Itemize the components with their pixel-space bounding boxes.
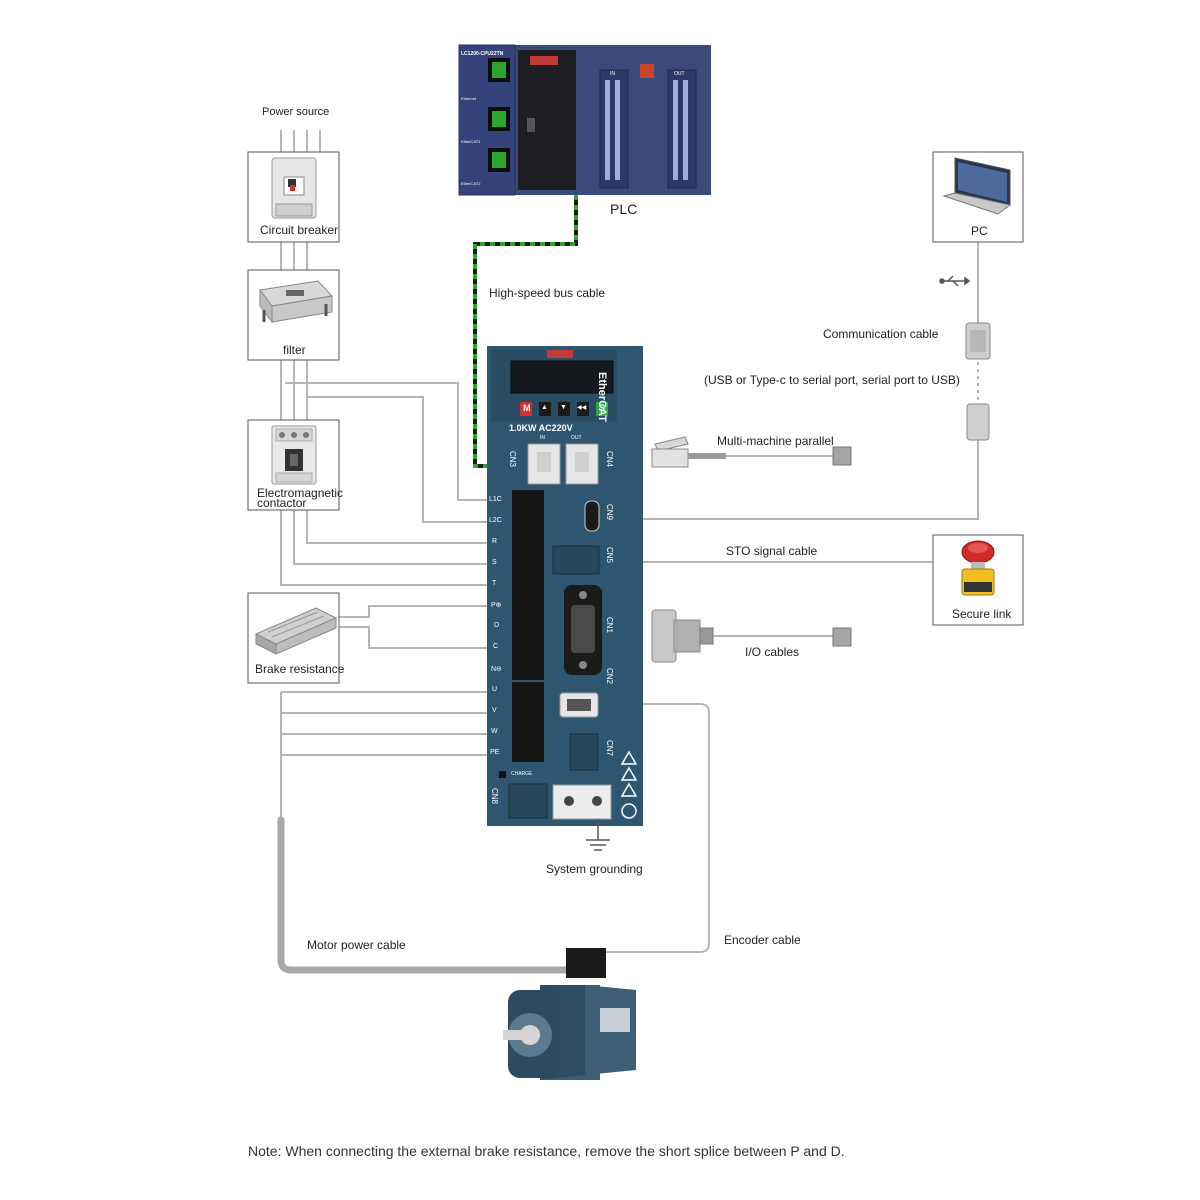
mode-button-label: M [523,403,531,413]
cn5-port [552,545,600,575]
secure-link-label: Secure link [952,607,1012,621]
terminal-label: W [491,728,498,735]
plc-out-label: OUT [674,71,685,77]
brake-resistance-label: Brake resistance [255,662,345,676]
io-end-box [832,627,852,647]
plc-in-label: IN [610,71,615,77]
servo-drive [487,346,643,826]
encoder-cable-line [595,703,710,953]
circuit-breaker-icon [271,157,317,219]
io-cables-label: I/O cables [745,645,800,659]
cn7-port [569,733,599,771]
cn8-port [508,783,548,819]
rj45-plug-icon [651,436,726,468]
terminal-label: V [492,707,497,714]
plc-label: PLC [610,201,638,217]
drive-out-label: OUT [571,435,582,441]
terminal-label: C [493,643,499,650]
terminal-label: PE [490,749,500,756]
system-grounding-label: System grounding [546,862,643,876]
cn8-label: CN8 [490,788,499,805]
communication-cable-line [605,242,979,520]
cn3-port [527,443,561,485]
db-connector-icon [651,609,714,663]
plc-port-label: EtherCAT1 [461,139,481,144]
shift-button [577,402,589,416]
terminal-label: P⊕ [491,602,502,609]
mode-button [520,402,532,416]
sto-signal-label: STO signal cable [726,544,818,558]
ground-terminal [552,784,612,820]
shift-button-label: ◀◀ [577,405,587,411]
terminal-label: T [492,580,497,587]
set-button-label: S [599,403,606,413]
up-button [539,402,551,416]
terminal-label: L1C [489,496,502,503]
parallel-end-box [832,446,852,466]
terminal-label: N⊖ [491,666,502,673]
contactor-icon [271,425,317,485]
terminal-block-upper [512,490,544,680]
cn3-label: CN3 [508,451,517,468]
serial-connector-icon [965,322,991,360]
motor-power-cable-label: Motor power cable [307,938,406,952]
cn7-label: CN7 [605,740,614,757]
power-source-label: Power source [262,106,330,118]
cn1-label: CN1 [605,617,614,634]
multi-machine-label: Multi-machine parallel [717,434,834,448]
cn4-label: CN4 [605,451,614,468]
emergency-stop-icon [961,540,995,596]
laptop-icon [942,157,1012,215]
high-speed-bus-label: High-speed bus cable [489,286,606,300]
plc-port-label: EtherCAT2 [461,181,481,186]
communication-cable-label: Communication cable [823,327,939,341]
terminal-label: D [494,622,500,629]
cn2-label: CN2 [605,668,614,685]
drive-in-label: IN [540,435,545,441]
plc-io-terminals [605,80,688,180]
filter-label: filter [283,343,306,357]
motor-power-cable-line [277,816,579,974]
warning-icons [620,750,638,819]
plc-port-label: Ethernet [461,96,477,101]
servo-motor [503,948,636,1080]
terminal-label: L2C [489,517,502,524]
circuit-breaker-label: Circuit breaker [260,223,339,237]
plc-model-label: LC1200-CPU22TN [461,51,504,57]
drive-brand-label: EtherCAT [596,372,608,422]
power-wires [280,130,505,820]
terminal-block-lower [512,682,544,762]
drive-rating-label: 1.0KW AC220V [509,423,573,433]
usb-symbol-icon [939,275,971,287]
terminal-label: S [492,559,497,566]
usb-note-label: (USB or Type-c to serial port, serial po… [704,373,960,387]
contactor-label-2: contactor [257,496,307,510]
cn9-label: CN9 [605,504,614,521]
down-button [558,402,570,416]
up-button-label: ▲ [541,404,548,411]
contactor-label-1: Electromagnetic [257,486,344,500]
set-button [596,402,608,416]
cn9-port [584,500,600,532]
drive-charge-label: CHARGE [511,771,533,777]
brake-resistance-icon [254,607,338,655]
terminal-label: U [492,686,498,693]
filter-icon [259,280,334,324]
encoder-cable-label: Encoder cable [724,933,801,947]
usb-connector-icon [966,403,990,441]
terminal-label: R [492,538,498,545]
pc-label: PC [971,224,988,238]
ground-symbol-icon [586,819,610,851]
down-button-label: ▼ [560,404,567,411]
footnote: Note: When connecting the external brake… [248,1143,845,1159]
plc-device [458,44,711,196]
cn5-label: CN5 [605,547,614,564]
